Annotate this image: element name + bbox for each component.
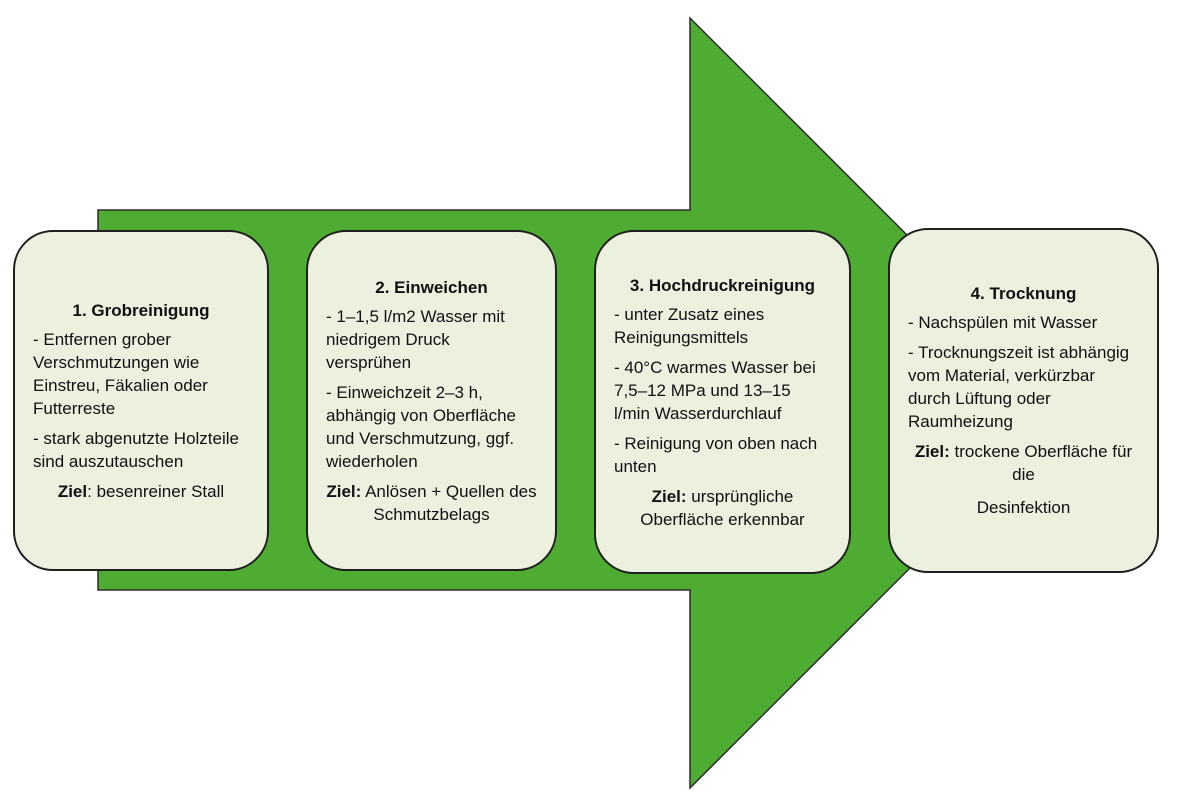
step-item: - unter Zusatz eines Reinigungsmittels (614, 304, 765, 347)
step-title: 1. Grobreinigung (72, 300, 210, 320)
step-goal: Ziel: ursprüngliche Oberfläche erkennbar (614, 485, 831, 531)
goal-text: ursprüngliche Oberfläche erkennbar (640, 486, 805, 529)
step-goal: Ziel: besenreiner Stall (33, 480, 249, 503)
step-item: - Entfernen grober Verschmutzungen wie E… (33, 329, 208, 418)
step-box-einweichen: 2. Einweichen - 1–1,5 l/m2 Wasser mit ni… (306, 230, 557, 571)
step-title: 2. Einweichen (375, 277, 488, 297)
step-goal: Ziel: trockene Oberfläche für die (908, 440, 1139, 486)
step-item: - Nachspülen mit Wasser (908, 313, 1098, 332)
step-box-trocknung: 4. Trocknung - Nachspülen mit Wasser - T… (888, 228, 1159, 573)
step-item: - Trocknungszeit ist abhängig vom Materi… (908, 343, 1130, 431)
step-item: - stark abgenutzte Holzteile sind auszut… (33, 428, 239, 471)
step-goal: Ziel: Anlösen + Quellen des Schmutzbelag… (326, 480, 537, 526)
step-box-hochdruckreinigung: 3. Hochdruckreinigung - unter Zusatz ein… (594, 230, 851, 574)
step-item: - Einweichzeit 2–3 h, abhängig von Oberf… (326, 382, 516, 471)
step-goal-continued: Desinfektion (976, 498, 1071, 517)
step-title: 4. Trocknung (970, 284, 1077, 303)
step-item: - 1–1,5 l/m2 Wasser mit niedrigem Druck … (326, 306, 505, 372)
goal-label: Ziel: (326, 481, 362, 501)
step-item: - Reinigung von oben nach unten (614, 433, 818, 476)
goal-text: Anlösen + Quellen des Schmutzbelags (361, 481, 537, 524)
goal-label: Ziel: (651, 486, 687, 506)
goal-text: trockene Oberfläche für die (949, 442, 1133, 484)
step-box-grobreinigung: 1. Grobreinigung - Entfernen grober Vers… (13, 230, 269, 571)
goal-label: Ziel (57, 481, 88, 501)
step-title: 3. Hochdruckreinigung (629, 275, 816, 295)
goal-text: : besenreiner Stall (87, 481, 225, 501)
step-item: - 40°C warmes Wasser bei 7,5–12 MPa und … (614, 357, 816, 423)
goal-label: Ziel: (914, 442, 950, 461)
